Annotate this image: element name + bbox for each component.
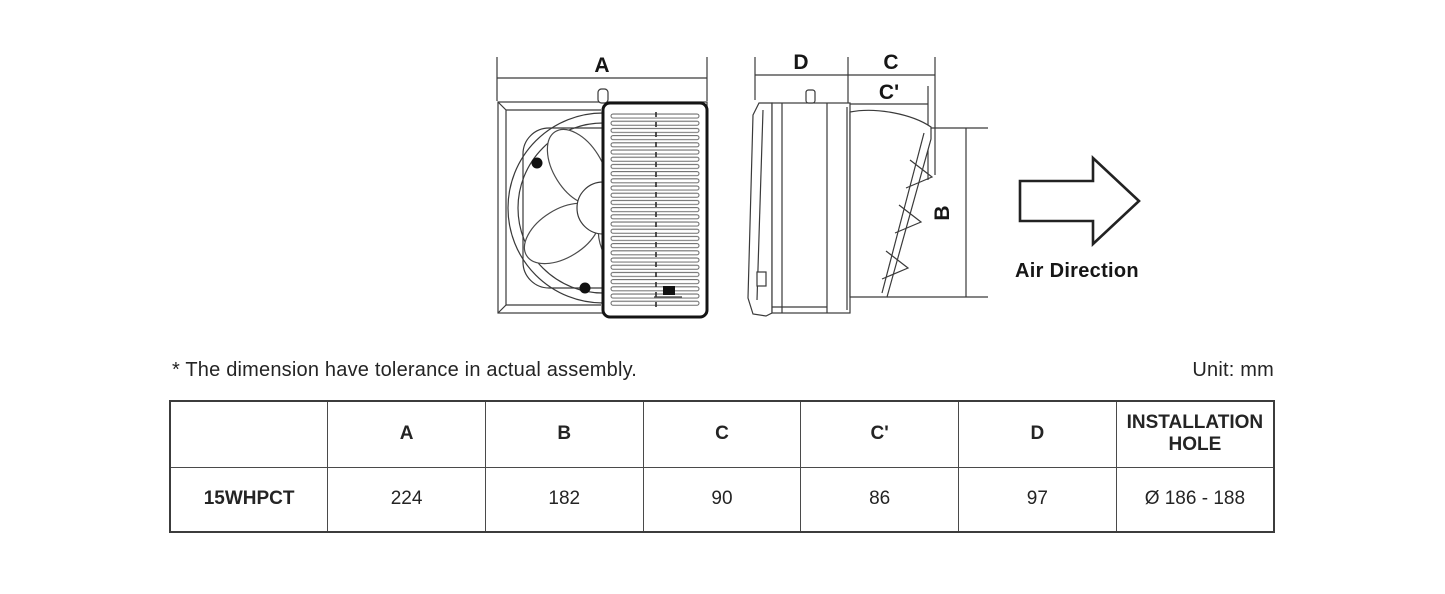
table-header-c-prime: C' bbox=[800, 400, 960, 468]
value-b: 182 bbox=[484, 466, 644, 533]
dimension-b-lines bbox=[887, 127, 988, 298]
dimension-label-c: C bbox=[883, 51, 898, 74]
table-header-row: A B C C' D INSTALLATION HOLE bbox=[169, 400, 1275, 468]
screw-dot bbox=[531, 157, 543, 169]
side-view-drawing bbox=[747, 57, 988, 317]
dimension-dc-lines bbox=[754, 57, 936, 180]
model-cell: 15WHPCT bbox=[169, 466, 329, 533]
table-header-installation-hole: INSTALLATION HOLE bbox=[1115, 400, 1275, 468]
table-row: 15WHPCT 224 182 90 86 97 Ø 186 - 188 bbox=[169, 466, 1275, 533]
dimension-label-c-prime: C' bbox=[879, 81, 899, 104]
wall-flange bbox=[747, 102, 773, 317]
screw-dot bbox=[579, 282, 591, 294]
dimensions-table: A B C C' D INSTALLATION HOLE 15WHPCT 224… bbox=[169, 400, 1275, 533]
table-header-b: B bbox=[484, 400, 644, 468]
front-view-drawing bbox=[496, 57, 709, 319]
table-header-c: C bbox=[642, 400, 802, 468]
louver-knob bbox=[663, 286, 675, 295]
dimension-a-lines bbox=[496, 57, 708, 101]
dimension-label-a: A bbox=[594, 54, 609, 77]
value-a: 224 bbox=[327, 466, 486, 533]
value-d: 97 bbox=[958, 466, 1117, 533]
tolerance-note: * The dimension have tolerance in actual… bbox=[172, 359, 638, 381]
side-louver bbox=[849, 109, 934, 298]
dimension-label-d: D bbox=[793, 51, 808, 74]
table-header-a: A bbox=[327, 400, 486, 468]
air-direction-arrow bbox=[1018, 155, 1141, 247]
unit-label: Unit: mm bbox=[1192, 359, 1274, 381]
table-header-d: D bbox=[958, 400, 1117, 468]
dimension-label-b: B bbox=[931, 205, 954, 220]
value-c: 90 bbox=[642, 466, 802, 533]
value-c-prime: 86 bbox=[800, 466, 960, 533]
value-installation-hole: Ø 186 - 188 bbox=[1115, 466, 1275, 533]
table-header-model bbox=[169, 400, 329, 468]
louver-panel bbox=[601, 101, 709, 319]
air-direction-label: Air Direction bbox=[1015, 260, 1139, 282]
